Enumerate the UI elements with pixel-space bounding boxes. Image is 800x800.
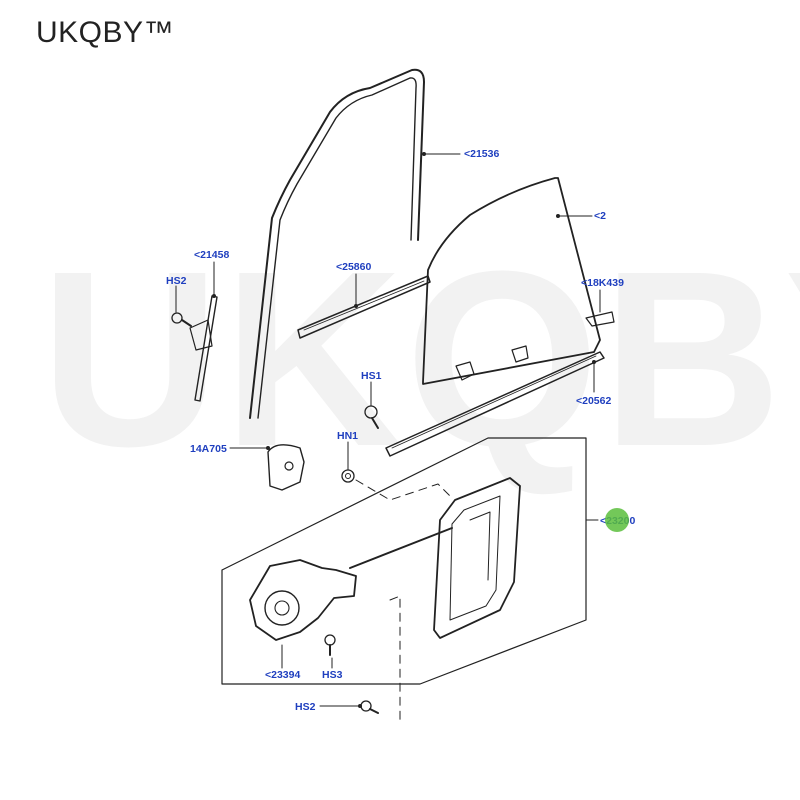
callout-hs2-top: HS2 — [166, 275, 187, 287]
glass-run-seal[interactable] — [249, 68, 425, 419]
clip-18k439[interactable] — [585, 311, 615, 327]
callout-14a705: 14A705 — [190, 443, 227, 455]
window-motor[interactable] — [249, 559, 357, 641]
callout-hs3: HS3 — [322, 669, 343, 681]
rear-glass-channel[interactable] — [189, 295, 218, 402]
callout-door-glass: <2 — [594, 210, 606, 222]
callout-25860: <25860 — [336, 261, 372, 273]
callout-hs1: HS1 — [361, 370, 382, 382]
bolt-hs1[interactable] — [364, 405, 379, 429]
window-regulator[interactable] — [433, 477, 521, 639]
nut-hn1[interactable] — [341, 469, 355, 483]
leader-lines — [175, 153, 601, 707]
assembly-dashed-lines — [355, 479, 453, 721]
callout-hn1: HN1 — [337, 430, 359, 442]
door-glass[interactable] — [422, 177, 601, 385]
brand-watermark: UKQBY™ — [40, 219, 800, 498]
callout-23394: <23394 — [265, 669, 301, 681]
callout-20562: <20562 — [576, 395, 612, 407]
screw-hs3[interactable] — [324, 634, 336, 656]
leader-dots — [212, 152, 596, 708]
belt-strip-outer[interactable] — [297, 275, 431, 339]
callout-21536: <21536 — [464, 148, 500, 160]
callout-hs2-bottom: HS2 — [295, 701, 316, 713]
callout-21458: <21458 — [194, 249, 230, 261]
brand-logo: UKQBY™ — [36, 16, 175, 49]
callout-18k439: <18K439 — [581, 277, 624, 289]
assembly-boundary — [221, 437, 587, 685]
bolt-hs2-top[interactable] — [171, 312, 192, 327]
screw-hs2-bottom[interactable] — [360, 700, 379, 714]
belt-strip-inner[interactable] — [385, 351, 605, 457]
hotspot-marker[interactable] — [605, 508, 629, 532]
bracket-14a705[interactable] — [267, 444, 305, 491]
